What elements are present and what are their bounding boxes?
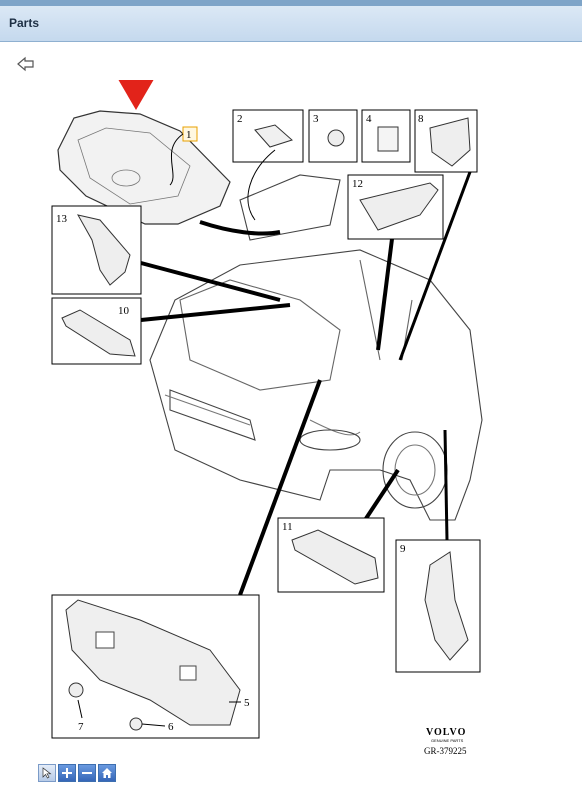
part-3-box[interactable] [308, 109, 358, 163]
callout-label-3: 3 [313, 113, 319, 125]
zoom-in-button[interactable] [58, 764, 76, 782]
zoom-out-button[interactable] [78, 764, 96, 782]
callout-label-11: 11 [282, 521, 293, 533]
part-4-box[interactable] [361, 109, 411, 163]
panel-header: Parts [0, 6, 582, 42]
pointer-button[interactable] [38, 764, 56, 782]
zoom-out-icon [82, 772, 92, 774]
volvo-logo: VOLVO [426, 727, 466, 738]
leader-lines [140, 149, 472, 596]
window-top-strip [0, 0, 582, 6]
home-button[interactable] [98, 764, 116, 782]
part-12-box[interactable] [347, 174, 444, 240]
parts-diagram: 1 2 3 4 8 12 13 10 [51, 80, 483, 756]
part-2-box[interactable] [232, 109, 304, 163]
red-down-arrow-icon [118, 80, 154, 110]
diagram-toolbar [38, 764, 116, 784]
callout-label-12: 12 [352, 178, 363, 190]
home-icon [102, 768, 112, 778]
part-10-box[interactable] [51, 297, 142, 365]
part-11-box[interactable] [277, 517, 385, 593]
callout-label-9: 9 [400, 543, 406, 555]
car-illustration [149, 174, 483, 521]
callout-label-13: 13 [56, 213, 68, 225]
callout-label-6: 6 [168, 721, 174, 733]
callout-label-2: 2 [237, 113, 243, 125]
callout-label-7: 7 [78, 721, 84, 733]
callout-label-10: 10 [118, 305, 130, 317]
diagram-ref: GR-379225 [424, 746, 467, 756]
zoom-in-icon [62, 768, 72, 778]
part-8-box[interactable] [414, 109, 478, 173]
callout-label-5: 5 [244, 697, 250, 709]
back-arrow-icon[interactable] [16, 56, 36, 72]
pointer-icon [42, 767, 52, 779]
panel-title: Parts [9, 16, 40, 30]
callout-label-4: 4 [366, 113, 372, 125]
part-13-box[interactable] [51, 205, 142, 295]
genuine-parts-label: GENUINE PARTS [431, 738, 464, 743]
part-5-6-7-box[interactable] [51, 594, 260, 739]
part-9-box[interactable] [395, 539, 481, 673]
callout-label-1: 1 [186, 129, 192, 141]
callout-label-8: 8 [418, 113, 424, 125]
